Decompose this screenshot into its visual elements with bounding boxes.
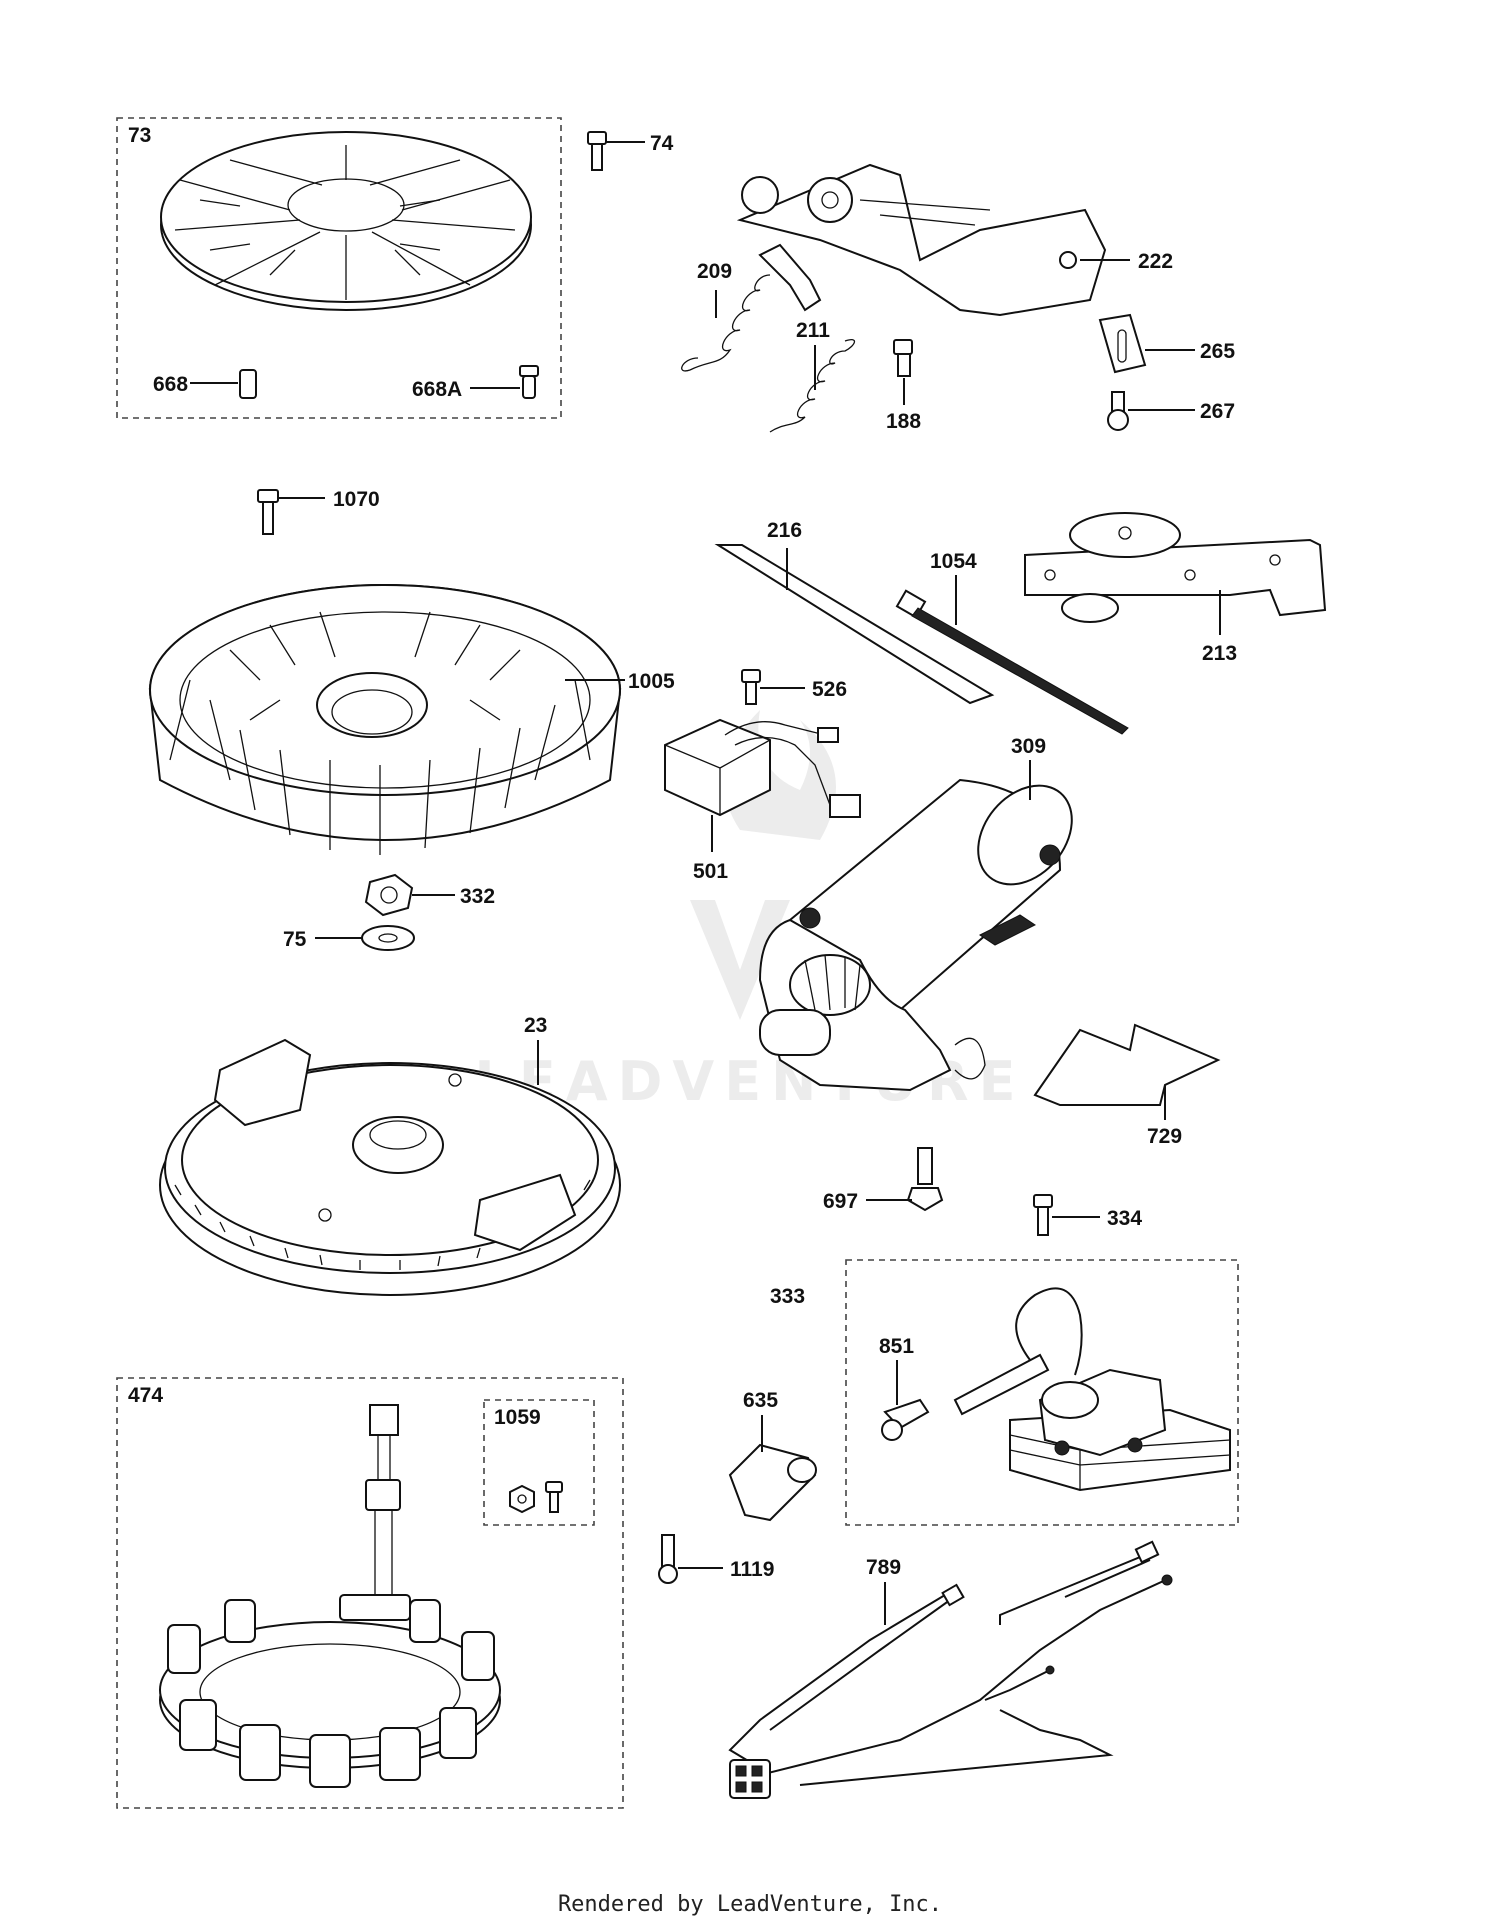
bracket-213-part bbox=[1024, 512, 1327, 623]
part-label-188: 188 bbox=[886, 410, 921, 433]
part-label-697: 697 bbox=[823, 1190, 858, 1213]
group-box-1059 bbox=[483, 1399, 595, 1526]
group-box-73 bbox=[116, 117, 562, 419]
alternator-stator-474-part bbox=[159, 1404, 501, 1788]
part-label-474: 474 bbox=[128, 1384, 163, 1407]
part-label-668: 668 bbox=[153, 373, 188, 396]
bolt-188-part bbox=[893, 339, 913, 377]
bolt-697-part bbox=[906, 1147, 944, 1212]
regulator-501-part bbox=[664, 718, 861, 818]
part-label-216: 216 bbox=[767, 519, 802, 542]
part-label-332: 332 bbox=[460, 885, 495, 908]
part-label-23: 23 bbox=[524, 1014, 547, 1037]
part-label-222: 222 bbox=[1138, 250, 1173, 273]
part-label-1119: 1119 bbox=[730, 1558, 774, 1581]
part-label-635: 635 bbox=[743, 1389, 778, 1412]
ignition-coil-part bbox=[953, 1287, 1231, 1492]
part-label-333: 333 bbox=[770, 1285, 805, 1308]
footer-credit: Rendered by LeadVenture, Inc. bbox=[557, 1892, 943, 1917]
part-label-1059: 1059 bbox=[494, 1406, 541, 1429]
cooling-fan-1005-part bbox=[148, 584, 622, 855]
part-label-851: 851 bbox=[879, 1335, 914, 1358]
wiring-harness-789-part bbox=[728, 1540, 1173, 1799]
part-label-1070: 1070 bbox=[333, 488, 380, 511]
hardware-kit-1059-part bbox=[509, 1481, 563, 1514]
part-label-209: 209 bbox=[697, 260, 732, 283]
blower-housing-part bbox=[160, 131, 532, 311]
pin-668-part bbox=[239, 369, 257, 399]
part-label-334: 334 bbox=[1107, 1207, 1142, 1230]
part-label-211: 211 bbox=[796, 319, 830, 342]
washer-75-part bbox=[361, 925, 415, 951]
part-label-265: 265 bbox=[1200, 340, 1235, 363]
shield-729-part bbox=[1033, 1023, 1221, 1106]
bolt-1119-part bbox=[658, 1534, 678, 1584]
part-label-74: 74 bbox=[650, 132, 674, 155]
bolt-334-part bbox=[1033, 1194, 1053, 1236]
spring-211-part bbox=[769, 339, 856, 433]
bolt-526-part bbox=[741, 669, 761, 705]
cable-tie-1054-part bbox=[895, 589, 1129, 735]
part-label-75: 75 bbox=[283, 928, 307, 951]
part-label-668a: 668A bbox=[412, 378, 462, 401]
part-label-213: 213 bbox=[1202, 642, 1237, 665]
part-label-1054: 1054 bbox=[930, 550, 977, 573]
spring-209-part bbox=[681, 274, 771, 372]
bolt-1070-part bbox=[257, 489, 279, 535]
part-label-309: 309 bbox=[1011, 735, 1046, 758]
part-label-526: 526 bbox=[812, 678, 847, 701]
group-box-ignition bbox=[845, 1259, 1239, 1526]
connector-851-part bbox=[881, 1398, 930, 1441]
part-label-729: 729 bbox=[1147, 1125, 1182, 1148]
starter-motor-309-part bbox=[758, 778, 1073, 1092]
group-box-474 bbox=[116, 1377, 624, 1809]
part-label-267: 267 bbox=[1200, 400, 1235, 423]
part-label-789: 789 bbox=[866, 1556, 901, 1579]
nut-332-part bbox=[364, 873, 414, 917]
part-label-1005: 1005 bbox=[628, 670, 675, 693]
spark-plug-boot-635-part bbox=[728, 1443, 817, 1522]
flywheel-23-part bbox=[159, 1038, 621, 1296]
governor-control-222-part bbox=[736, 163, 1107, 317]
part-label-501: 501 bbox=[693, 860, 728, 883]
pin-668a-part bbox=[519, 365, 539, 399]
bolt-267-part bbox=[1107, 391, 1129, 431]
bolt-74-part bbox=[587, 131, 607, 171]
part-label-73: 73 bbox=[128, 124, 151, 147]
clip-265-part bbox=[1098, 313, 1147, 374]
